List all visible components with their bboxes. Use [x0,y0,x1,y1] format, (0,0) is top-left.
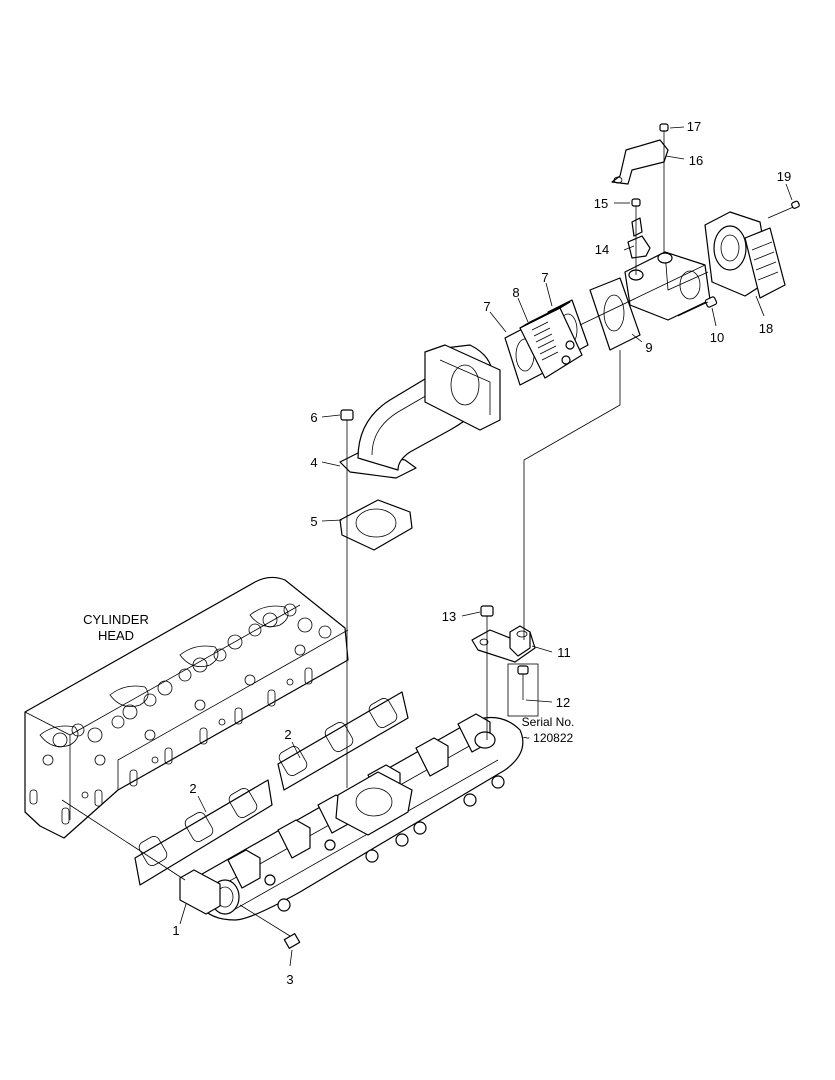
callout-16: 16 [689,153,703,168]
bracket [611,139,669,185]
callout-19: 19 [777,169,791,184]
callout-2-rear: 2 [284,727,291,742]
callout-14: 14 [595,242,609,257]
leader-lines [179,126,793,967]
egr-actuator [704,211,786,299]
manifold-gasket-front [134,779,273,886]
callout-12: 12 [556,695,570,710]
serial-box [507,663,539,717]
manifold-gasket-rear [277,691,409,791]
callout-1: 1 [172,923,179,938]
bolt-3 [239,904,301,949]
bolt-17 [659,123,669,142]
callout-9: 9 [645,340,652,355]
callout-8: 8 [512,285,519,300]
callout-4: 4 [310,455,317,470]
callout-5: 5 [310,514,317,529]
callout-6: 6 [310,410,317,425]
callout-15: 15 [594,196,608,211]
egr-pipe [339,344,501,479]
bolt-10 [677,296,718,317]
egr-flange-gasket [339,499,413,551]
cylinder-head [24,576,349,839]
bolt-6 [340,409,354,432]
assembly-lines [61,142,706,881]
egr-adapter-flange [589,277,641,351]
callout-17: 17 [687,119,701,134]
callout-13: 13 [442,609,456,624]
bolt-13 [480,605,494,630]
bolt-15 [631,198,641,220]
egr-cooler [519,301,583,379]
egr-valve-body [624,251,711,321]
callout-7-front: 7 [483,299,490,314]
callout-18: 18 [759,321,773,336]
bolt-12 [517,665,529,700]
cylinder-head-label: CYLINDER [83,612,149,627]
serial-note-line1: Serial No. [522,715,575,729]
bolt-19 [767,200,800,219]
callout-3: 3 [286,972,293,987]
callout-11: 11 [557,645,571,660]
pipe-bracket [471,625,536,663]
callout-7-rear: 7 [541,270,548,285]
serial-note-line2: ~ 120822 [523,731,574,745]
callout-10: 10 [710,330,724,345]
exhaust-manifold [179,713,524,921]
callout-2-front: 2 [189,781,196,796]
callout-numbers: 1 2 2 3 4 5 6 7 7 8 9 10 11 12 13 14 15 … [172,119,791,987]
sensor-bracket [627,217,651,259]
cylinder-head-label-line2: HEAD [98,628,134,643]
